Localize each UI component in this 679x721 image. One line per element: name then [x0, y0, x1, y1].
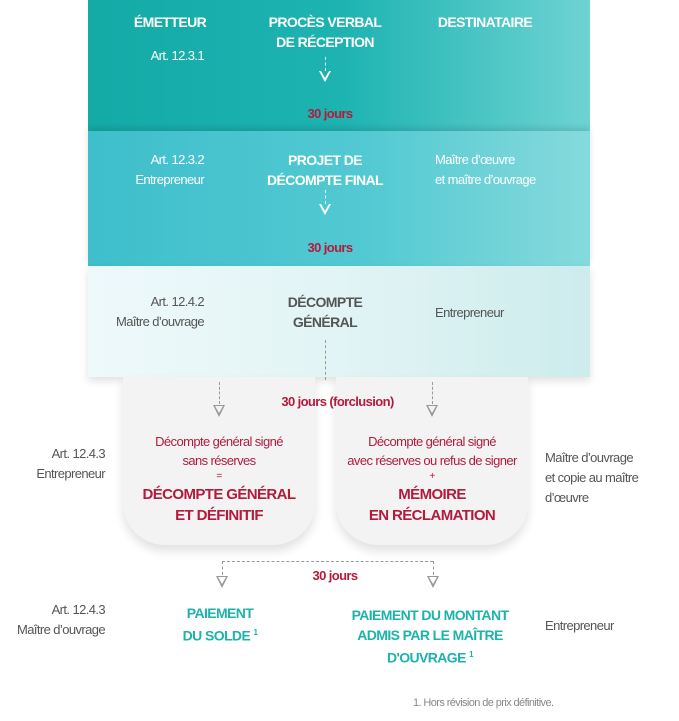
arrow-down-icon — [426, 405, 438, 417]
dotted-connector — [219, 382, 220, 404]
final-statement-band — [88, 131, 590, 266]
recipient-header: DESTINATAIRE — [437, 14, 533, 30]
arrow-down-icon — [427, 576, 439, 588]
dotted-connector — [222, 561, 433, 562]
dotted-connector — [325, 190, 326, 204]
forclusion-delay-label: 30 jours (forclusion) — [281, 394, 394, 409]
general-statement-band — [88, 266, 590, 377]
dotted-connector — [325, 340, 326, 380]
footnote: 1. Hors révision de prix définitive. — [413, 697, 554, 709]
delay-label: 30 jours — [307, 106, 353, 121]
dotted-connector — [325, 57, 326, 71]
arrow-down-icon — [216, 576, 228, 588]
article-12-3-1: Art. 12.3.1 — [150, 48, 205, 63]
arrow-down-icon — [319, 71, 331, 82]
dotted-connector — [222, 561, 223, 575]
emitter-header: ÉMETTEUR — [133, 14, 207, 30]
balance-payment: PAIEMENT DU SOLDE 1 — [182, 605, 258, 644]
arrow-down-icon — [213, 405, 225, 417]
dotted-connector — [432, 382, 433, 404]
step5-recipient: Entrepreneur — [545, 618, 614, 633]
arrow-down-icon — [319, 204, 331, 215]
step3-recipient: Entrepreneur — [435, 305, 504, 320]
delay-label: 30 jours — [312, 568, 358, 583]
reception-band — [88, 0, 590, 131]
delay-label: 30 jours — [307, 240, 353, 255]
dotted-connector — [433, 561, 434, 575]
